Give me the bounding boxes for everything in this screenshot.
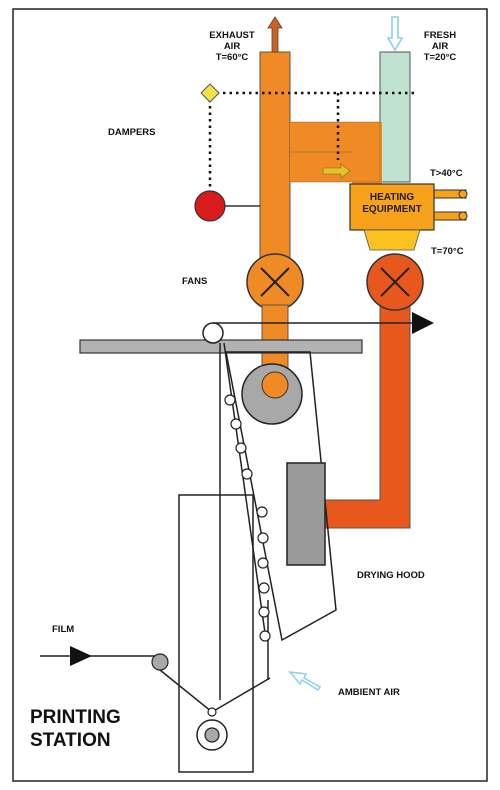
printing-station-box	[178, 494, 254, 773]
drying-hood-frame	[225, 351, 337, 642]
recirc-flow-arrow	[322, 163, 351, 179]
duct-outline	[290, 121, 381, 183]
recirc-duct-horizontal	[290, 152, 382, 182]
heating-equipment	[349, 183, 435, 231]
fresh-air-duct	[379, 51, 411, 183]
fans-label: FANS	[182, 276, 208, 287]
heating-line2: EQUIPMENT	[362, 204, 422, 215]
printing-line1: PRINTING	[30, 707, 121, 728]
hood-roller	[257, 532, 269, 544]
exhaust-air-line1: EXHAUST	[209, 30, 255, 41]
ambient-air-arrow	[288, 671, 322, 692]
hood-roller	[224, 394, 236, 406]
heating-line1: HEATING	[369, 192, 415, 203]
hood-roller	[256, 506, 268, 518]
exhaust-temp: T=60°C	[215, 52, 249, 63]
exhaust-air-line2: AIR	[223, 41, 241, 52]
hood-roller	[230, 418, 242, 430]
temp-above-40-label: T>40°C	[430, 168, 463, 179]
film-idler-roller	[151, 653, 169, 671]
hood-roller	[258, 606, 270, 618]
exhaust-duct	[259, 51, 291, 275]
fresh-air-arrow	[386, 16, 404, 52]
heating-equipment-label: HEATING EQUIPMENT	[350, 192, 434, 216]
fresh-temp: T=20°C	[423, 52, 457, 63]
top-idler-roller	[202, 322, 224, 344]
supply-outlet-arrow	[412, 312, 434, 334]
web-guide-bar	[79, 339, 363, 354]
film-arrow	[70, 646, 92, 666]
temp-70-label: T=70°C	[431, 246, 464, 257]
exhaust-air-arrow	[267, 16, 283, 53]
hood-roller	[241, 468, 253, 480]
supply-fan-cross	[380, 267, 410, 297]
hood-roller	[258, 582, 270, 594]
fresh-air-line2: AIR	[431, 41, 449, 52]
printing-station-label: PRINTING STATION	[30, 706, 121, 752]
pipe-cap-1	[458, 189, 468, 199]
hood-roller	[235, 442, 247, 454]
impression-cylinder-core	[204, 727, 220, 743]
exhaust-air-label: EXHAUST AIR T=60°C	[200, 30, 264, 63]
chill-roller-core	[261, 371, 289, 399]
dampers-label: DAMPERS	[108, 127, 156, 138]
impression-top-roller	[207, 707, 217, 717]
hood-rollers	[224, 394, 271, 642]
fresh-air-label: FRESH AIR T=20°C	[414, 30, 466, 63]
hood-roller	[259, 630, 271, 642]
damper-marker	[200, 83, 220, 103]
exhaust-fan-cross	[260, 267, 290, 297]
fresh-air-line1: FRESH	[423, 30, 457, 41]
air-nozzle-block	[286, 462, 326, 566]
hood-roller	[257, 557, 269, 569]
heater-funnel	[363, 229, 421, 251]
ambient-air-label: AMBIENT AIR	[338, 687, 400, 698]
pipe-cap-2	[458, 211, 468, 221]
film-label: FILM	[52, 624, 75, 635]
drying-hood-label: DRYING HOOD	[357, 570, 425, 581]
damper-actuator	[194, 190, 226, 222]
printing-line2: STATION	[30, 730, 111, 751]
diagram-frame	[12, 8, 488, 782]
